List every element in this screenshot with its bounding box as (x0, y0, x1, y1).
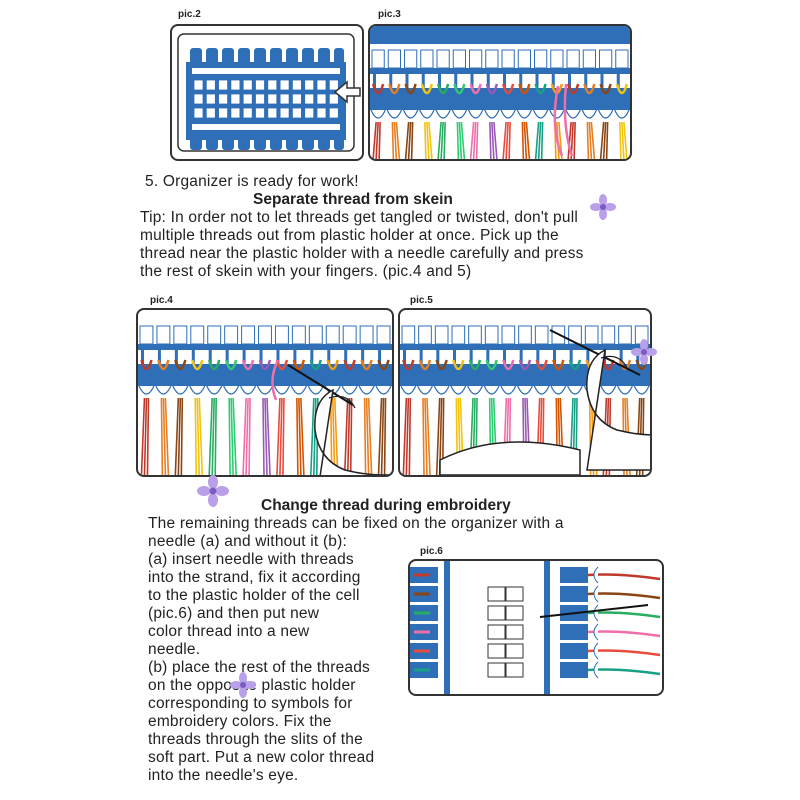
arrow-left-icon (333, 80, 361, 104)
section1-line-2: multiple threads out from plastic holder… (140, 227, 559, 244)
pic5-figure (398, 308, 652, 477)
section2-left-line-6: needle. (148, 641, 201, 658)
pic4-figure (136, 308, 394, 477)
section2-left-line-3: to the plastic holder of the cell (148, 587, 360, 604)
section2-left-line-13: into the needle's eye. (148, 767, 299, 784)
pic5-label: pic.5 (410, 295, 433, 306)
section1-line-1: Tip: In order not to let threads get tan… (140, 209, 578, 226)
section2-left-line-1: (a) insert needle with threads (148, 551, 354, 568)
section2-line-2: needle (a) and without it (b): (148, 533, 347, 550)
folded-organizer-image (177, 33, 355, 152)
pic2-label: pic.2 (178, 9, 201, 20)
section1-line-3: thread near the plastic holder with a ne… (140, 245, 584, 262)
pic2-figure (170, 24, 364, 161)
section2-heading: Change thread during embroidery (261, 497, 511, 514)
flower-icon (230, 672, 256, 698)
pic3-label: pic.3 (378, 9, 401, 20)
pic4-label: pic.4 (150, 295, 173, 306)
pic3-figure (368, 24, 632, 161)
step5-text: 5. Organizer is ready for work! (145, 173, 359, 190)
section1-heading: Separate thread from skein (253, 191, 453, 208)
flower-icon (631, 339, 657, 365)
pic6-figure (408, 559, 664, 696)
section1-line-4: the rest of skein with your fingers. (pi… (140, 263, 472, 280)
section2-left-line-4: (pic.6) and then put new (148, 605, 320, 622)
organizer-with-threads-image (370, 26, 630, 159)
section2-left-line-9: corresponding to symbols for (148, 695, 353, 712)
press-skein-with-fingers-image (400, 325, 650, 475)
flower-icon (590, 194, 616, 220)
flower-icon (197, 475, 229, 507)
organizer-thread-change-image (410, 561, 661, 694)
section2-left-line-2: into the strand, fix it according (148, 569, 361, 586)
section2-left-line-12: soft part. Put a new color thread (148, 749, 375, 766)
section2-left-line-7: (b) place the rest of the threads (148, 659, 370, 676)
section2-left-line-11: threads through the slits of the (148, 731, 363, 748)
pick-thread-with-needle-image (138, 325, 392, 475)
section2-left-line-5: color thread into a new (148, 623, 310, 640)
pic6-label: pic.6 (420, 546, 443, 557)
section2-line-1: The remaining threads can be fixed on th… (148, 515, 564, 532)
section2-left-line-10: embroidery colors. Fix the (148, 713, 332, 730)
